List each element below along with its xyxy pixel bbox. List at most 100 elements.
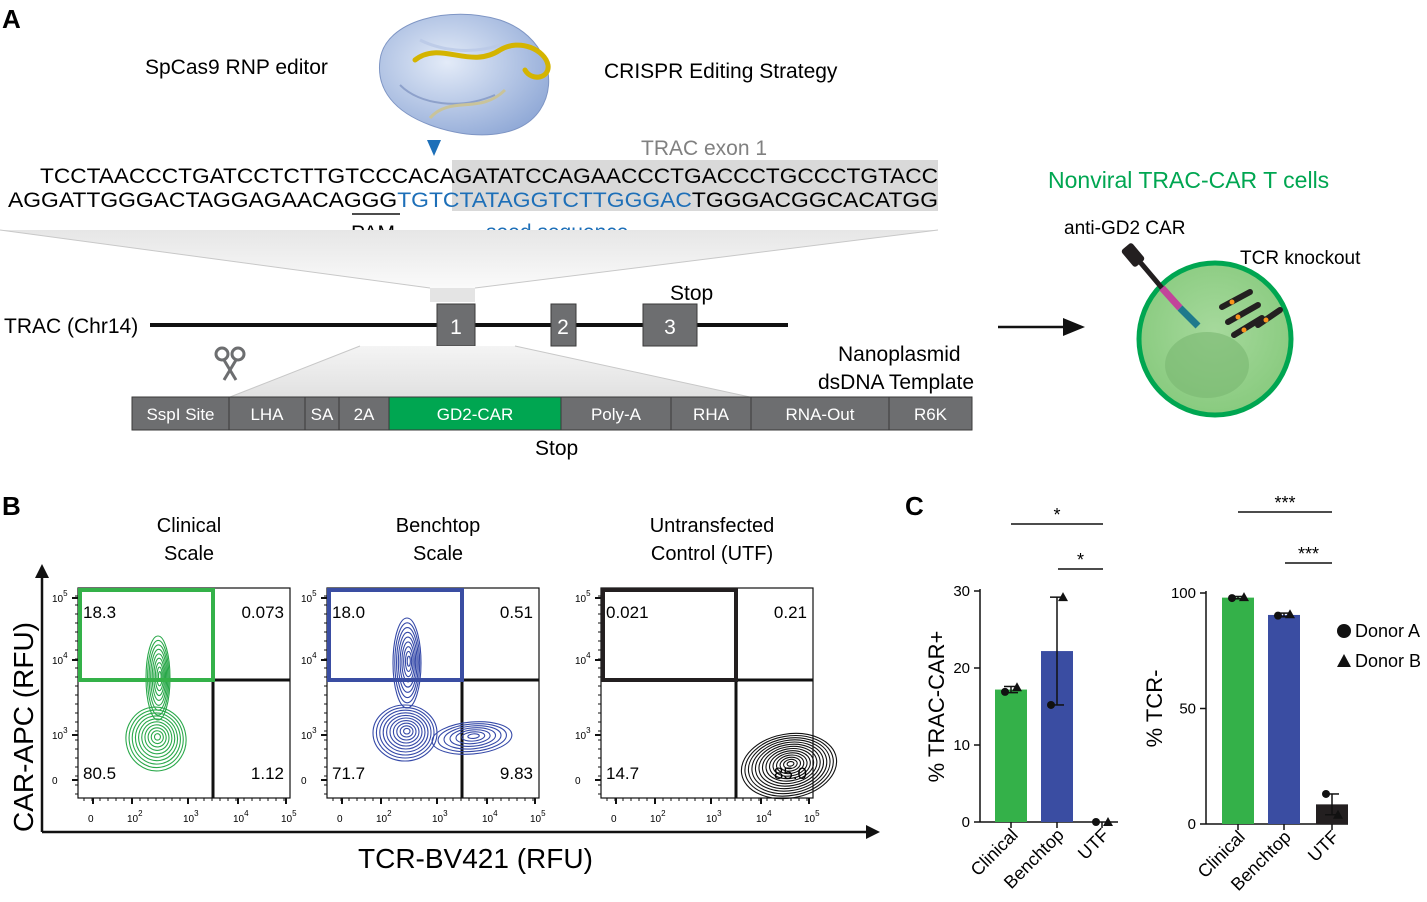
- sequence-top-strand: TCCTAACCCTGATCCTCTTGTCCCACAGATATCCAGAACC…: [40, 165, 938, 188]
- bar-benchtop: [1268, 614, 1300, 824]
- tcr-knockout-icon: [1219, 289, 1283, 338]
- quadrant-ll-2: 14.7: [606, 764, 639, 783]
- bar-y-tick-label: 0: [962, 814, 970, 831]
- y-tick-label: 103: [52, 726, 68, 742]
- flow-y-axis-label: CAR-APC (RFU): [8, 622, 39, 832]
- flow-plot-title-2-line1: Untransfected: [650, 515, 775, 537]
- template-segment-label-8: R6K: [914, 405, 948, 424]
- point-donor-a: [1047, 700, 1055, 709]
- quadrant-ur-0: 0.073: [241, 603, 284, 622]
- exon-shading: [452, 160, 938, 211]
- y-tick-label: 105: [52, 589, 68, 605]
- zoom-fan-top: [0, 230, 938, 288]
- template-segment-label-3: 2A: [354, 405, 375, 424]
- legend: Donor A Donor B: [1337, 621, 1421, 671]
- bar-y-tick-label: 100: [1171, 585, 1196, 602]
- bar-y-axis-label: % TCR-: [1142, 670, 1167, 748]
- x-tick-label: 0: [337, 814, 343, 825]
- car-gate-0: [78, 588, 215, 682]
- x-tick-label: 105: [804, 809, 820, 825]
- contour-population-1: [372, 617, 513, 762]
- cut-site-arrowhead: [427, 140, 441, 156]
- stop-label-bottom: Stop: [535, 437, 578, 460]
- cell-nucleus: [1165, 332, 1249, 398]
- point-donor-a: [1001, 687, 1009, 696]
- y-tick-label: 0: [52, 776, 58, 787]
- flow-plot-title-1-line1: Benchtop: [396, 515, 481, 537]
- point-donor-a: [1322, 789, 1330, 798]
- legend-triangle-icon: [1337, 654, 1351, 667]
- template-segment-label-5: Poly-A: [591, 405, 642, 424]
- sequence-bottom-left: AGGATTGGGACTAGGAGAACAGGG: [8, 189, 397, 212]
- template-segment-1: [228, 396, 306, 431]
- x-tick-label: 104: [233, 809, 249, 825]
- quadrant-ul-1: 18.0: [332, 603, 365, 622]
- template-segment-label-4: GD2-CAR: [437, 405, 514, 424]
- bar-y-tick-label: 50: [1179, 701, 1196, 718]
- template-segment-0: [131, 396, 230, 431]
- exon-3-box: [642, 303, 698, 347]
- template-segment-8: [888, 396, 973, 431]
- quadrant-ur-2: 0.21: [774, 603, 807, 622]
- y-tick-label: 103: [301, 726, 317, 742]
- scissors-icon: [214, 346, 246, 381]
- legend-donor-b: Donor B: [1355, 651, 1421, 671]
- panel-label-c: C: [905, 491, 924, 521]
- panel-label-a: A: [2, 4, 21, 34]
- bar-y-tick-label: 20: [953, 660, 970, 677]
- result-arrow-head: [1063, 318, 1085, 336]
- flow-plot-title-1-line2: Scale: [413, 543, 463, 565]
- template-label-2: dsDNA Template: [818, 371, 974, 394]
- template-segment-label-1: LHA: [250, 405, 284, 424]
- flow-x-axis-label: TCR-BV421 (RFU): [358, 843, 593, 874]
- x-tick-label: 104: [482, 809, 498, 825]
- strategy-label: CRISPR Editing Strategy: [604, 60, 838, 83]
- bar-clinical: [1222, 597, 1254, 824]
- y-tick-label: 0: [301, 776, 307, 787]
- x-tick-label: 0: [88, 814, 94, 825]
- y-tick-label: 105: [301, 589, 317, 605]
- seed-sequence-bases: TGTCTATAGGTCTTGGGAC: [397, 189, 692, 212]
- template-segment-2: [304, 396, 340, 431]
- x-tick-label: 105: [281, 809, 297, 825]
- template-segment-label-6: RHA: [693, 405, 730, 424]
- significance-marker: ***: [1298, 544, 1319, 564]
- gene-label: TRAC (Chr14): [4, 315, 138, 338]
- sequence-bottom-right: TGGGACGGCACATGG: [692, 189, 938, 212]
- legend-donor-a: Donor A: [1355, 621, 1420, 641]
- legend-circle-icon: [1337, 624, 1351, 638]
- x-tick-label: 104: [756, 809, 772, 825]
- point-donor-b: [1333, 809, 1343, 819]
- contour-population-0: [125, 635, 187, 772]
- exon-1-label: 1: [450, 316, 462, 339]
- quadrant-ur-1: 0.51: [500, 603, 533, 622]
- bar-clinical: [995, 689, 1027, 822]
- bar-y-tick-label: 0: [1188, 816, 1196, 833]
- car-gate-2: [601, 588, 738, 682]
- tcr-label: TCR knockout: [1240, 248, 1361, 269]
- cas9-illustration: [378, 13, 551, 136]
- bar-x-tick-label: UTF: [1074, 825, 1113, 864]
- template-segment-4: [388, 396, 562, 431]
- template-segment-7: [750, 396, 890, 431]
- template-label-1: Nanoplasmid: [838, 343, 961, 366]
- x-tick-label: 103: [706, 809, 722, 825]
- contour-population-2: [740, 732, 838, 800]
- template-segment-5: [560, 396, 672, 431]
- y-tick-label: 104: [301, 651, 317, 667]
- significance-marker: ***: [1274, 493, 1295, 513]
- quadrant-lr-0: 1.12: [251, 764, 284, 783]
- point-donor-b: [1103, 817, 1113, 826]
- y-tick-label: 0: [575, 776, 581, 787]
- panel-label-b: B: [2, 491, 21, 521]
- exon-label: TRAC exon 1: [641, 137, 767, 160]
- quadrant-ll-0: 80.5: [83, 764, 116, 783]
- quadrant-ul-2: 0.021: [606, 603, 649, 622]
